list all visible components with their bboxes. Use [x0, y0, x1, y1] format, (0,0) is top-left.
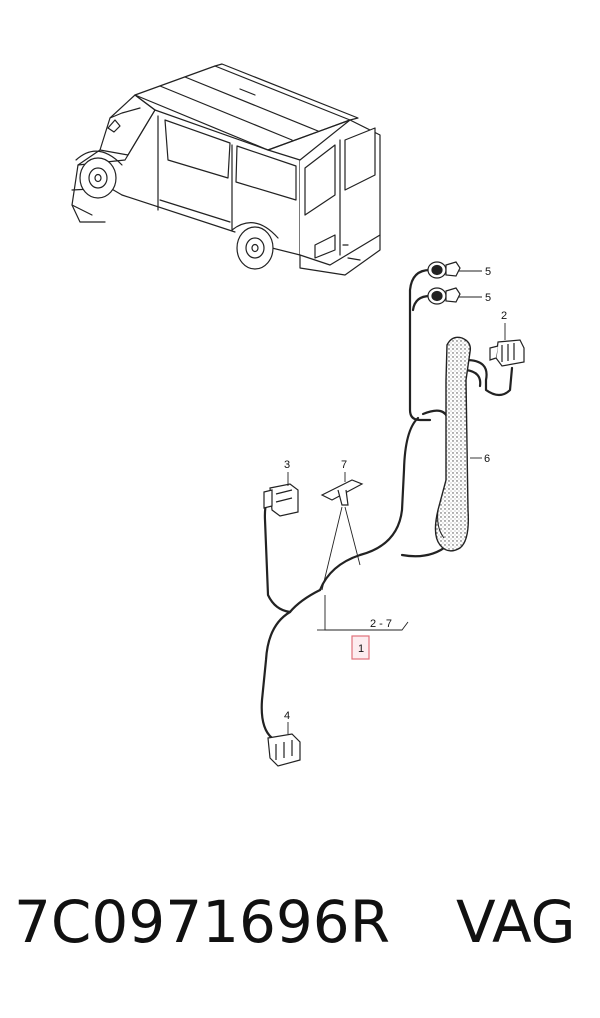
- harness-wires: [260, 268, 514, 740]
- leader-lines: [287, 270, 506, 734]
- callout-7: 7: [341, 459, 347, 471]
- clip-7: [320, 479, 364, 506]
- callout-2: 2: [501, 310, 507, 322]
- callout-6: 6: [484, 453, 490, 465]
- connector-2: [489, 339, 525, 367]
- callout-5-lower: 5: [485, 292, 491, 304]
- connector-5-lower: [427, 287, 461, 305]
- callout-1-highlighted: 1: [351, 635, 370, 660]
- callout-3: 3: [284, 459, 290, 471]
- callout-4: 4: [284, 710, 290, 722]
- connector-4: [267, 733, 301, 767]
- protective-sleeve: [434, 336, 472, 552]
- part-number: 7C0971696R: [14, 888, 391, 956]
- connector-5-upper: [427, 261, 461, 279]
- callout-1: 1: [358, 643, 364, 655]
- brand-label: VAG: [456, 888, 576, 956]
- connector-3: [263, 483, 299, 517]
- callout-5-upper: 5: [485, 266, 491, 278]
- callout-2-7: 2 - 7: [370, 618, 392, 630]
- van-illustration: [71, 63, 381, 276]
